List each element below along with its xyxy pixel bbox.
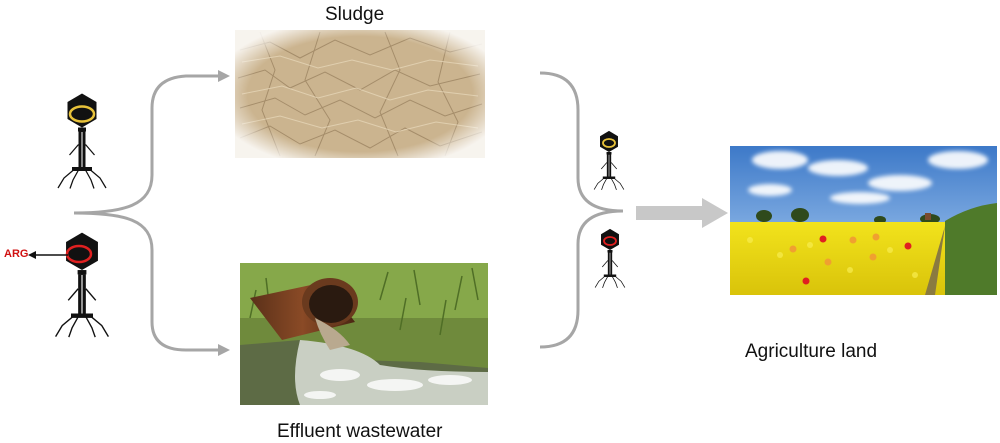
arg-hotspots [789,233,912,285]
effluent-pipe-photo [240,263,488,405]
rapeseed-field-photo [730,146,997,295]
bacteriophage-small-arg-icon [594,228,626,289]
agriculture-label: Agriculture land [745,341,878,362]
sludge-photo [235,30,485,158]
bacteriophage-icon [56,92,108,190]
sludge-label: Sludge [325,4,385,25]
arrow-to-field [636,198,728,228]
arg-label: ARG [4,248,29,260]
branch-arrows-left [73,70,230,356]
bacteriophage-arg-icon [28,231,110,339]
bacteriophage-small-icon [593,130,625,191]
effluent-label: Effluent wastewater [277,421,443,442]
merge-bracket-right [539,71,624,349]
